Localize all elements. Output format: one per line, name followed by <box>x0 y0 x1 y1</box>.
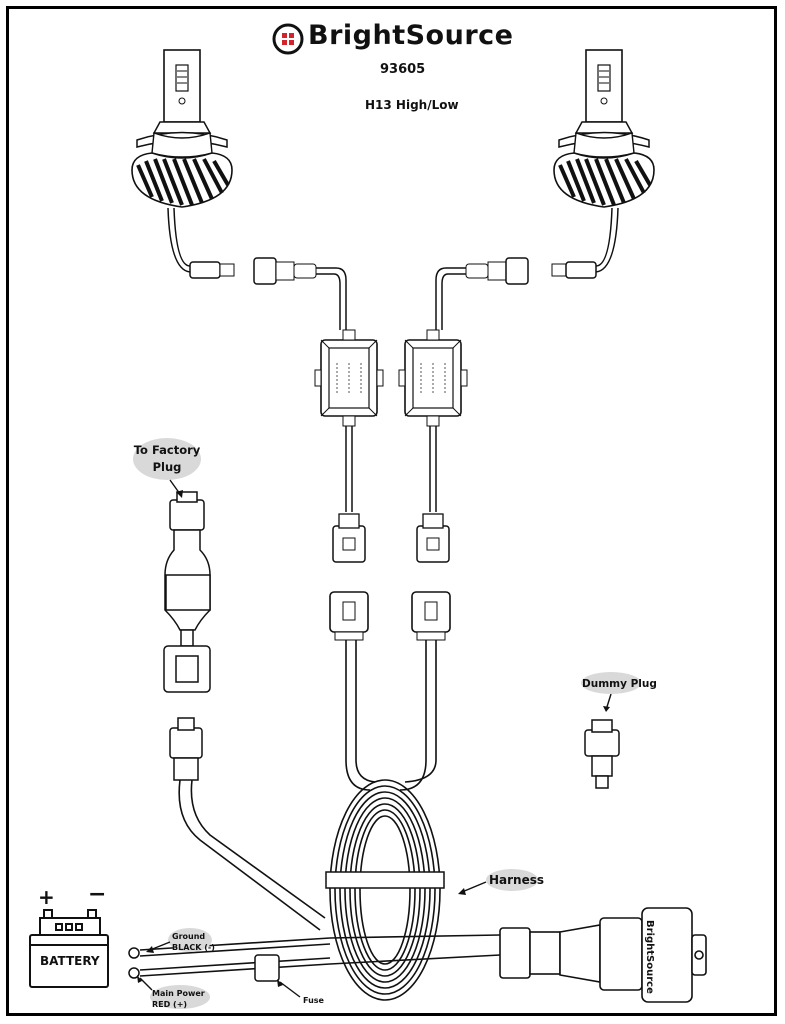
battery-label: BATTERY <box>40 954 100 968</box>
battery-icon <box>29 909 109 988</box>
arrowheads <box>137 490 466 987</box>
left-ballast-icon <box>314 329 384 427</box>
bulb-connectors <box>189 261 597 279</box>
harness-wires <box>178 640 437 931</box>
right-led-bulb-icon <box>552 48 656 209</box>
ballast-wires <box>316 267 466 512</box>
label-bubbles <box>133 438 641 1009</box>
main-power-label: Main Power RED (+) <box>152 989 205 1009</box>
fuse-label: Fuse <box>303 996 324 1005</box>
right-ballast-output-plug-icon <box>416 513 450 563</box>
battery-plus-sign: + <box>38 885 55 909</box>
ring-terminal-icons <box>128 947 140 979</box>
harness-coil-icon <box>329 779 441 1001</box>
main-connector-icon <box>499 907 707 1003</box>
dummy-plug-icon <box>584 719 620 789</box>
product-subtitle: H13 High/Low <box>365 98 459 112</box>
left-ballast-output-plug-icon <box>332 513 366 563</box>
factory-plug-adapter-icon <box>163 491 211 693</box>
harness-label: Harness <box>489 873 545 887</box>
fuse-holder-icon <box>254 954 280 982</box>
dummy-plug-label: Dummy Plug <box>582 678 657 690</box>
part-number: 93605 <box>380 62 426 77</box>
left-harness-socket-icon <box>329 591 369 641</box>
connector-brand-label: BrightSource <box>644 920 655 994</box>
diagram-frame <box>6 6 777 1016</box>
bulb-lead-wires <box>167 207 619 273</box>
battery-leads <box>139 934 501 977</box>
to-factory-plug-label: To Factory Plug <box>133 443 201 474</box>
harness-headlight-socket-icon <box>169 717 203 781</box>
battery-minus-sign: − <box>88 882 107 907</box>
left-led-bulb-icon <box>130 48 234 209</box>
ground-label: Ground BLACK (-) <box>172 932 215 952</box>
right-ballast-icon <box>398 329 468 427</box>
ballast-input-connectors <box>253 257 529 285</box>
brand-logo-icon <box>272 23 304 55</box>
brand-name: BrightSource <box>308 20 514 51</box>
coil-strap <box>325 871 445 889</box>
right-harness-socket-icon <box>411 591 451 641</box>
